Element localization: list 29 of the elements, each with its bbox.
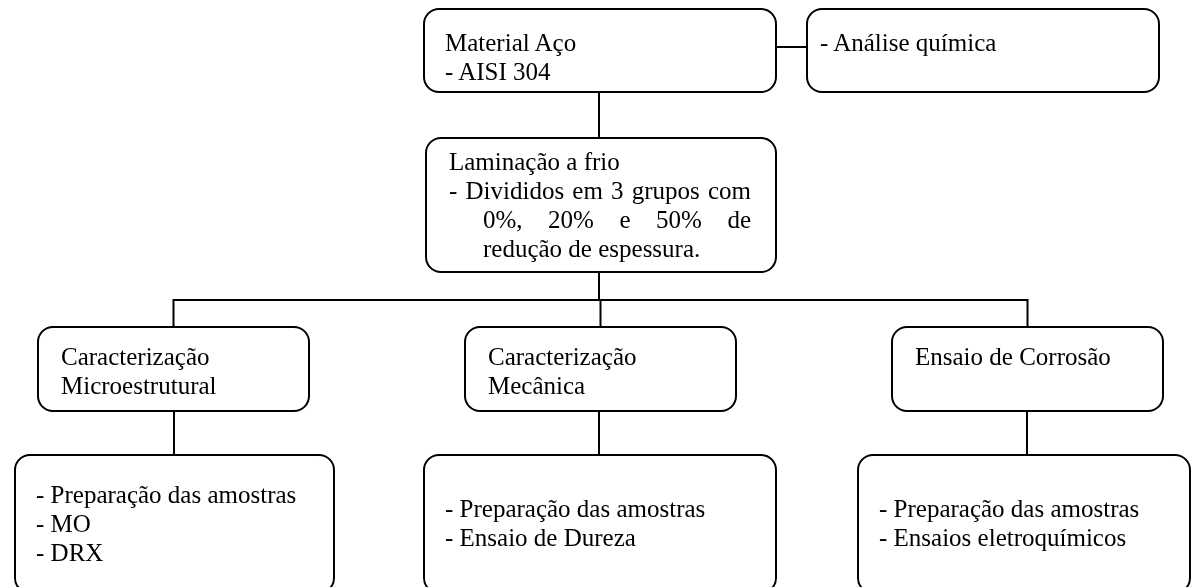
box-text: - Divididos em 3 grupos com 0%, 20% e 50% de redução de espessura. — [449, 176, 751, 263]
connector-line — [598, 411, 600, 455]
box-text: Ensaio de Corrosão — [915, 342, 1112, 371]
box-text: - AISI 304 — [445, 57, 552, 86]
process-box — [423, 454, 777, 587]
box-text: - Ensaio de Dureza — [445, 523, 637, 552]
box-text: - Preparação das amostras — [36, 480, 298, 509]
connector-line — [776, 46, 807, 48]
process-box — [14, 454, 335, 587]
box-text: - Preparação das amostras — [879, 494, 1141, 523]
box-text: Caracterização Mecânica — [488, 342, 638, 400]
process-box — [423, 8, 777, 93]
process-box — [425, 137, 777, 273]
box-text: - DRX — [36, 538, 105, 567]
box-text: - Ensaios eletroquímicos — [879, 523, 1128, 552]
box-heading: Material Aço — [445, 28, 578, 57]
process-box — [806, 8, 1160, 93]
process-box — [37, 326, 310, 412]
box-text: Caracterização Microestrutural — [61, 342, 218, 400]
connector-line — [1026, 411, 1028, 455]
process-box — [891, 326, 1164, 412]
box-text: - MO — [36, 509, 92, 538]
process-box — [857, 454, 1191, 587]
connector-line — [598, 92, 600, 138]
process-box — [464, 326, 737, 412]
box-heading: Laminação a frio — [449, 147, 621, 176]
connector-line — [173, 411, 175, 455]
box-text: - Preparação das amostras — [445, 494, 707, 523]
box-text: - Análise química — [820, 28, 998, 57]
